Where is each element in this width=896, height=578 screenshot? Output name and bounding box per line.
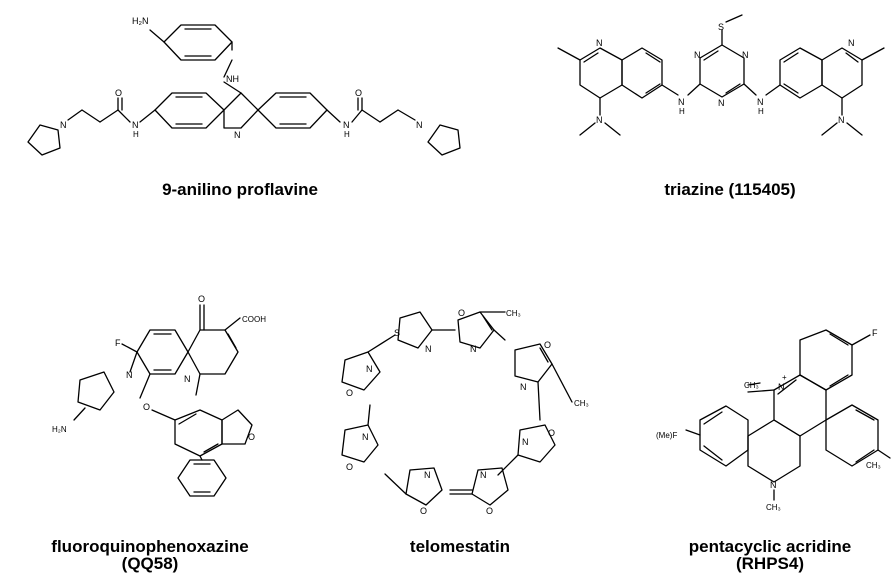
atom-label: N xyxy=(678,97,685,107)
atom-label: N xyxy=(718,98,725,108)
atom-label: N xyxy=(778,382,785,392)
label-line: 9-anilino proflavine xyxy=(162,180,318,199)
atom-label: S xyxy=(718,22,724,32)
label-qq58: fluoroquinophenoxazine (QQ58) xyxy=(0,538,300,572)
atom-label: O xyxy=(355,88,362,98)
label-triazine: triazine (115405) xyxy=(630,181,830,198)
atom-label: CH₃ xyxy=(574,399,589,408)
atom-label: O xyxy=(115,88,122,98)
atom-label: N xyxy=(60,120,67,130)
atom-label: CH₃ xyxy=(506,309,521,318)
atom-label: O xyxy=(346,388,353,398)
atom-label: COOH xyxy=(242,315,266,324)
label-line: telomestatin xyxy=(409,537,511,556)
atom-label: F xyxy=(872,328,878,338)
atom-label: N xyxy=(416,120,423,130)
atom-label: O xyxy=(548,428,555,438)
atom-label: CH₃ xyxy=(766,503,781,512)
atom-label: O xyxy=(420,506,427,516)
structure-qq58 xyxy=(73,304,253,497)
label-telomestatin: telomestatin xyxy=(380,538,540,555)
atom-label: NH xyxy=(226,74,239,84)
label-line: pentacyclic acridine xyxy=(688,537,852,556)
atom-label: H₂N xyxy=(132,16,149,26)
atom-labels: H₂N NH N O O N H N H N N S N N N N N N H… xyxy=(52,16,881,516)
label-line: fluoroquinophenoxazine xyxy=(51,537,249,556)
atom-label: O xyxy=(143,402,150,412)
atom-label: N xyxy=(132,120,139,130)
atom-label: O xyxy=(458,308,465,318)
atom-label: O xyxy=(198,294,205,304)
atom-label: N xyxy=(362,432,369,442)
atom-label: O xyxy=(544,340,551,350)
structure-rhps4 xyxy=(685,329,891,501)
label-line: (RHPS4) xyxy=(735,554,804,573)
structure-triazine xyxy=(557,14,885,136)
label-line: triazine (115405) xyxy=(664,180,796,199)
atom-label: N xyxy=(848,38,855,48)
atom-label: N xyxy=(480,470,487,480)
atom-label: + xyxy=(782,373,787,382)
atom-label: S xyxy=(394,328,400,338)
atom-label: H xyxy=(758,107,764,116)
label-rhps4: pentacyclic acridine (RHPS4) xyxy=(650,538,890,572)
atom-label: O xyxy=(248,432,255,442)
atom-label: H xyxy=(133,130,139,139)
atom-label: N xyxy=(424,470,431,480)
structure-9-anilino-proflavine xyxy=(27,24,461,156)
atom-label: N xyxy=(425,344,432,354)
label-line: (QQ58) xyxy=(121,554,179,573)
atom-label: CH₃ xyxy=(744,381,759,390)
atom-label: N xyxy=(126,370,133,380)
label-9-anilino-proflavine: 9-anilino proflavine xyxy=(140,181,340,198)
atom-label: O xyxy=(486,506,493,516)
atom-label: CH₃ xyxy=(866,461,881,470)
atom-label: N xyxy=(742,50,749,60)
atom-label: N xyxy=(757,97,764,107)
atom-label: N xyxy=(234,130,241,140)
atom-label: O xyxy=(346,462,353,472)
atom-label: N xyxy=(470,344,477,354)
atom-label: H xyxy=(344,130,350,139)
structure-telomestatin xyxy=(341,311,573,506)
atom-label: N xyxy=(596,38,603,48)
atom-label: N xyxy=(366,364,373,374)
atom-label: N xyxy=(520,382,527,392)
atom-label: N xyxy=(770,480,777,490)
atom-label: N xyxy=(694,50,701,60)
atom-label: N xyxy=(596,115,603,125)
atom-label: N xyxy=(184,374,191,384)
atom-label: H xyxy=(679,107,685,116)
atom-label: N xyxy=(522,437,529,447)
atom-label: H₂N xyxy=(52,425,67,434)
atom-label: N xyxy=(838,115,845,125)
atom-label: (Me)F xyxy=(656,431,677,440)
atom-label: F xyxy=(115,338,121,348)
atom-label: N xyxy=(343,120,350,130)
